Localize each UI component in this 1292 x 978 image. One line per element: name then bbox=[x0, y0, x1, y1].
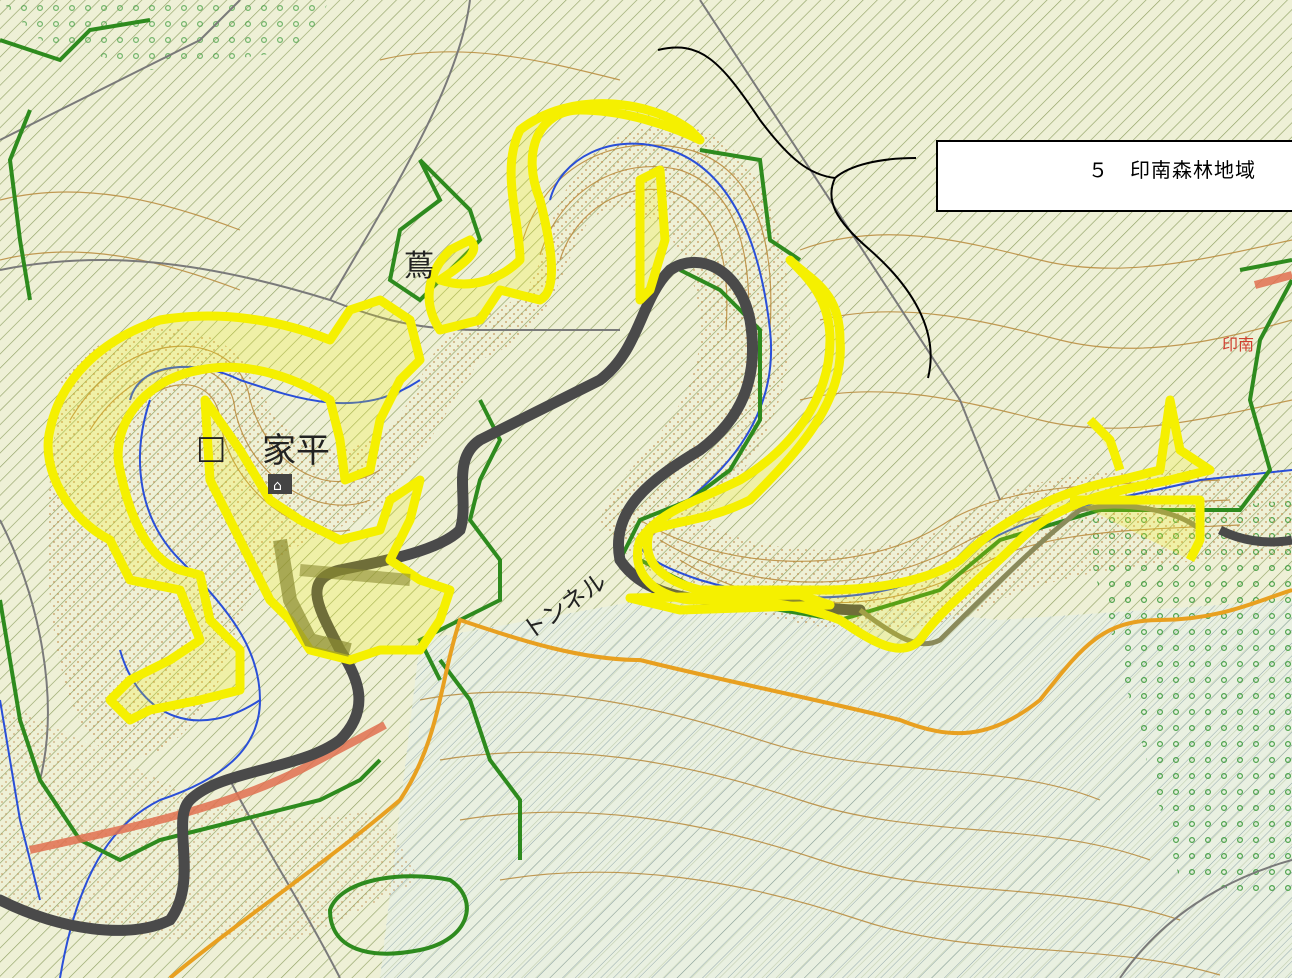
place-label-top: 蔦 bbox=[404, 249, 434, 284]
forest-boundary bbox=[0, 18, 1292, 956]
main-road bbox=[0, 256, 866, 936]
place-label-main: 家平 bbox=[262, 431, 330, 471]
area-callout-label: ５ 印南森林地域 bbox=[1088, 158, 1256, 182]
red-road bbox=[29, 721, 387, 854]
highlight-zones bbox=[43, 99, 1215, 725]
place-label-right: 印南 bbox=[1222, 335, 1254, 354]
area-callout-box: ５ 印南森林地域 bbox=[936, 140, 1292, 212]
vegetation-circles bbox=[1080, 500, 1292, 900]
svg-text:☐: ☐ bbox=[196, 431, 226, 471]
school-icon: ⌂ bbox=[268, 474, 292, 494]
orange-boundary bbox=[168, 588, 1292, 978]
callout-leader bbox=[657, 46, 932, 379]
svg-text:⌂: ⌂ bbox=[273, 478, 282, 494]
